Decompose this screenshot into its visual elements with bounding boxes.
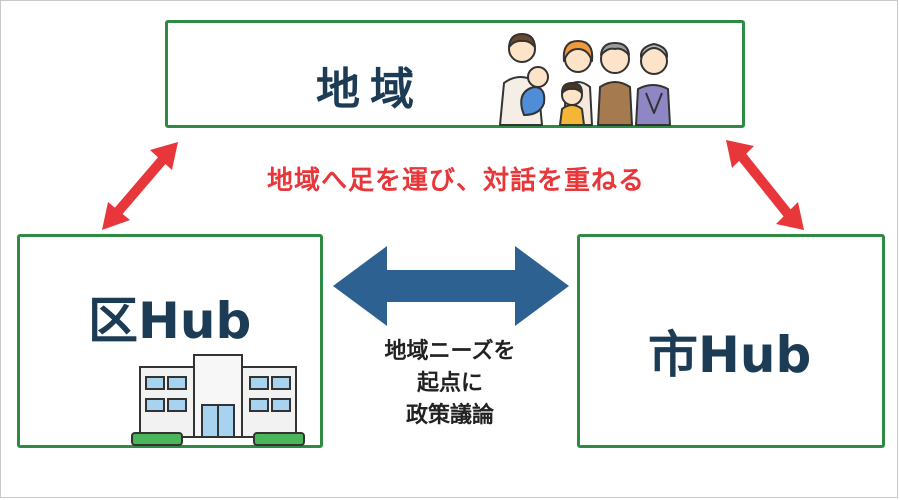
blue-double-arrow: [333, 246, 569, 326]
region-box: 地域: [165, 20, 745, 128]
region-title: 地域: [316, 64, 424, 115]
caption-line-3: 政策議論: [405, 403, 494, 428]
caption-line-1: 地域ニーズを: [384, 339, 516, 364]
ward-hub-title: 区Hub: [88, 292, 252, 350]
policy-discussion-caption: 地域ニーズを 起点に 政策議論: [330, 336, 570, 432]
building-icon: [131, 354, 305, 446]
city-hub-box: 市Hub: [577, 234, 885, 448]
region-dialogue-caption: 地域へ足を運び、対話を重ねる: [266, 166, 645, 196]
city-hub-title: 市Hub: [648, 326, 812, 384]
caption-line-2: 起点に: [416, 371, 483, 396]
red-double-arrow-left: [102, 142, 178, 230]
red-double-arrow-right: [726, 140, 804, 230]
ward-hub-box: 区Hub: [17, 234, 323, 448]
family-group-icon: [499, 33, 671, 126]
